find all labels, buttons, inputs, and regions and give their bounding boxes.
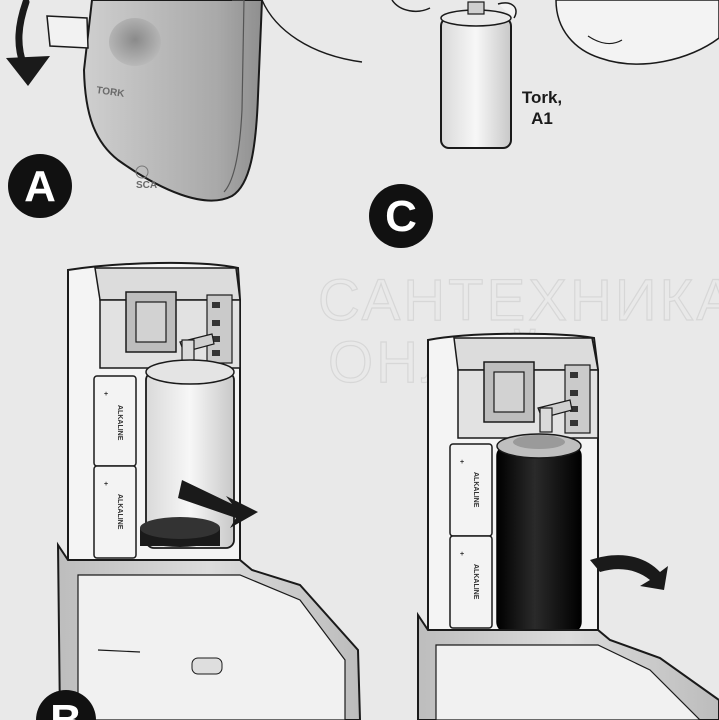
refill-can xyxy=(440,17,512,149)
sensor-dome xyxy=(109,18,161,66)
sca-logo-text: SCA xyxy=(136,180,157,191)
hand-right-crease xyxy=(587,35,623,45)
can-top-ring xyxy=(145,359,235,385)
switch-4-icon xyxy=(212,350,220,356)
dispenser-shell xyxy=(82,0,264,202)
refill-label-line-1: Tork, xyxy=(522,88,562,107)
battery-bottom-plus: + xyxy=(104,481,108,488)
sca-logo xyxy=(135,165,149,179)
refill-can-installed xyxy=(496,445,582,633)
actuator-nozzle xyxy=(181,339,195,363)
step-b-label: B xyxy=(50,696,82,720)
hand-left-outline xyxy=(391,0,431,13)
watermark-line-1: САНТЕХНИКА xyxy=(318,268,719,333)
open-arrow-icon xyxy=(15,0,30,70)
battery-top-right xyxy=(449,443,493,537)
switch-2-icon xyxy=(212,320,220,326)
battery-top-plus: + xyxy=(104,391,108,398)
refill-can-installed-cap xyxy=(513,435,565,449)
refill-label-line-2: A1 xyxy=(531,109,553,128)
switch-1-right-icon xyxy=(570,372,578,378)
step-c-badge xyxy=(369,184,433,248)
switch-4-right-icon xyxy=(570,420,578,426)
panel-a-dispenser-open: TORK SCA A xyxy=(6,0,363,218)
display-screen xyxy=(135,301,167,343)
step-c-label: C xyxy=(385,192,417,241)
tray-inner xyxy=(77,574,346,720)
battery-top-label: ALKALINE xyxy=(116,405,123,441)
battery-bottom xyxy=(93,465,137,559)
step-a-label: A xyxy=(24,162,56,211)
tray-clip xyxy=(191,657,223,675)
open-arrow-head-icon xyxy=(6,56,50,86)
step-a-badge xyxy=(8,154,72,218)
battery-bottom-label: ALKALINE xyxy=(116,494,123,530)
step-b-badge xyxy=(36,690,96,720)
battery-top-right-plus: + xyxy=(460,459,464,466)
can-base-top xyxy=(140,517,220,539)
display-screen-right xyxy=(493,371,525,413)
switch-3-right-icon xyxy=(570,406,578,412)
battery-bottom-right-label: ALKALINE xyxy=(472,564,479,600)
tray-rib xyxy=(97,649,141,653)
switch-2-right-icon xyxy=(570,390,578,396)
tray-inner-right xyxy=(435,644,701,720)
actuator-nozzle-right xyxy=(539,407,553,433)
panel-b-dispenser-right: + ALKALINE + ALKALINE xyxy=(417,332,719,720)
battery-bottom-right xyxy=(449,535,493,629)
battery-top xyxy=(93,375,137,467)
insert-arrow-icon xyxy=(590,555,668,590)
battery-top-right-label: ALKALINE xyxy=(472,472,479,508)
hand-left-thumb xyxy=(497,2,517,19)
remove-arrow-icon xyxy=(178,480,258,528)
switch-1-icon xyxy=(212,302,220,308)
key-slot xyxy=(46,15,89,49)
hand-right xyxy=(555,0,719,65)
battery-bottom-right-plus: + xyxy=(460,551,464,558)
brand-logo: TORK xyxy=(96,85,126,100)
panel-c-refill: Tork, A1 C xyxy=(369,0,719,248)
switch-3-icon xyxy=(212,336,220,342)
shell-edge xyxy=(223,0,245,193)
panel-b-dispenser-left: + ALKALINE + ALKALINE B xyxy=(36,261,362,720)
panel-a-arm-outline xyxy=(261,0,363,63)
refill-nozzle xyxy=(467,1,485,15)
